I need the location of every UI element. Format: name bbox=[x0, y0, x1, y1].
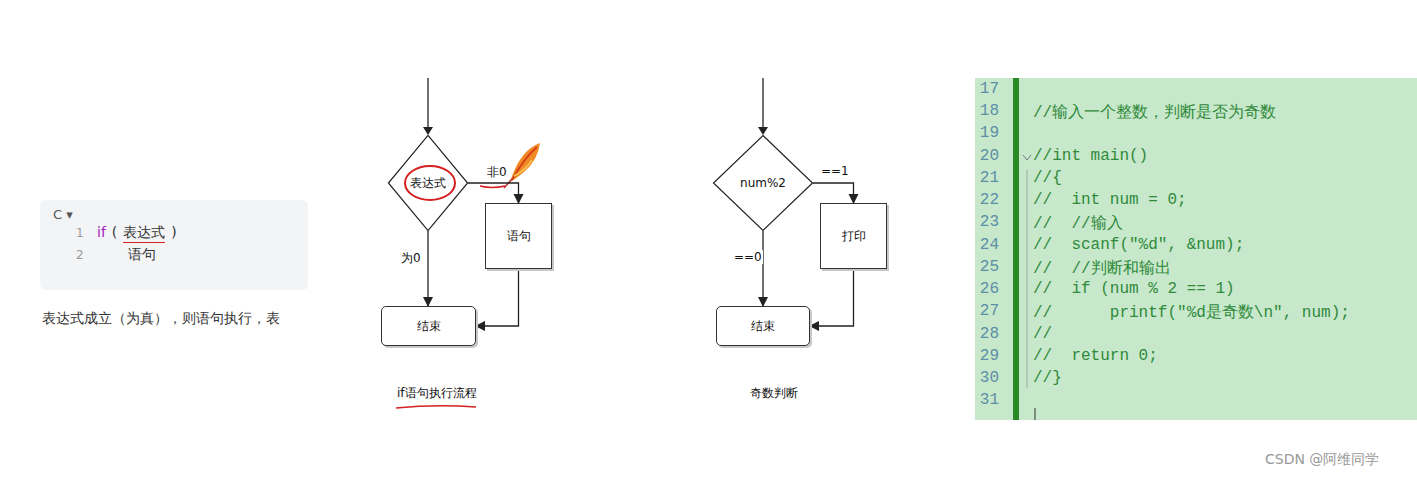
connector bbox=[468, 183, 519, 203]
edge-label: 非0 bbox=[486, 164, 508, 181]
line-number: 2 bbox=[76, 248, 84, 262]
line-number: 23 bbox=[975, 213, 999, 231]
decision-diamond: 表达式 bbox=[388, 135, 468, 231]
code-token: 语句 bbox=[128, 246, 156, 264]
code-panel bbox=[40, 200, 308, 290]
code-comment: // int num = 0; bbox=[1033, 191, 1187, 209]
line-number: 26 bbox=[975, 280, 999, 298]
code-comment: // printf("%d是奇数\n", num); bbox=[1033, 302, 1350, 323]
code-comment: // //判断和输出 bbox=[1033, 258, 1171, 279]
flow-caption: 奇数判断 bbox=[750, 385, 798, 402]
edge-label: ==1 bbox=[820, 164, 850, 178]
line-number: 20 bbox=[975, 147, 999, 165]
arrow-head bbox=[423, 127, 433, 135]
line-number: 22 bbox=[975, 191, 999, 209]
fold-guide bbox=[1027, 170, 1028, 388]
code-token: 表达式 bbox=[123, 224, 165, 243]
code-comment: // if (num % 2 == 1) bbox=[1033, 280, 1235, 298]
edge-label: 为0 bbox=[400, 250, 422, 267]
flow-in-line bbox=[427, 78, 428, 132]
connector bbox=[810, 269, 854, 326]
red-underline-mark bbox=[480, 186, 505, 188]
flow-in-line bbox=[762, 78, 763, 132]
node-text: 表达式 bbox=[410, 175, 446, 192]
line-number: 18 bbox=[975, 102, 999, 120]
red-underline-mark bbox=[396, 406, 476, 408]
code-comment: //int main() bbox=[1033, 147, 1148, 165]
code-comment: //} bbox=[1033, 369, 1062, 387]
arrow-head bbox=[758, 127, 768, 135]
code-comment: // return 0; bbox=[1033, 347, 1158, 365]
feather-icon bbox=[504, 143, 540, 188]
code-comment: // scanf("%d", &num); bbox=[1033, 236, 1244, 254]
process-box: 打印 bbox=[820, 203, 887, 269]
connector bbox=[427, 231, 428, 306]
code-comment: // //输入 bbox=[1033, 213, 1123, 234]
line-number: 29 bbox=[975, 347, 999, 365]
node-text: 语句 bbox=[507, 228, 531, 245]
code-token: ( bbox=[112, 224, 117, 243]
line-number: 27 bbox=[975, 302, 999, 320]
red-circle-mark bbox=[405, 166, 455, 200]
node-text: num%2 bbox=[740, 176, 786, 190]
node-text: 打印 bbox=[842, 228, 866, 245]
code-comment: //输入一个整数，判断是否为奇数 bbox=[1033, 102, 1276, 123]
line-number: 25 bbox=[975, 258, 999, 276]
connector bbox=[476, 269, 519, 326]
fold-marker bbox=[1023, 155, 1031, 160]
decision-diamond: num%2 bbox=[713, 135, 813, 231]
connector bbox=[813, 183, 854, 203]
code-token: ) bbox=[171, 224, 176, 243]
editor-bar bbox=[1013, 78, 1019, 420]
connector bbox=[762, 231, 763, 306]
language-tag: C ▾ bbox=[53, 207, 73, 222]
end-box: 结束 bbox=[716, 306, 810, 346]
flow-caption: if语句执行流程 bbox=[397, 385, 477, 402]
line-number: 1 bbox=[76, 226, 84, 240]
line-number: 31 bbox=[975, 391, 999, 409]
code-keyword: if bbox=[97, 224, 106, 243]
editor-background bbox=[975, 78, 1417, 420]
line-number: 30 bbox=[975, 369, 999, 387]
code-row: if ( 表达式) bbox=[97, 224, 183, 243]
code-comment: //{ bbox=[1033, 169, 1062, 187]
line-number: 21 bbox=[975, 169, 999, 187]
edge-label: ==0 bbox=[733, 250, 763, 264]
text-cursor bbox=[1035, 408, 1036, 420]
line-number: 28 bbox=[975, 325, 999, 343]
node-text: 结束 bbox=[751, 318, 775, 335]
code-comment: // bbox=[1033, 325, 1052, 343]
description-text: 表达式成立（为真），则语句执行，表 bbox=[42, 310, 280, 328]
watermark: CSDN @阿维同学 bbox=[1265, 451, 1379, 469]
line-number: 19 bbox=[975, 124, 999, 142]
end-box: 结束 bbox=[381, 306, 476, 346]
line-number: 24 bbox=[975, 236, 999, 254]
node-text: 结束 bbox=[417, 318, 441, 335]
process-box: 语句 bbox=[485, 203, 552, 269]
line-number: 17 bbox=[975, 80, 999, 98]
